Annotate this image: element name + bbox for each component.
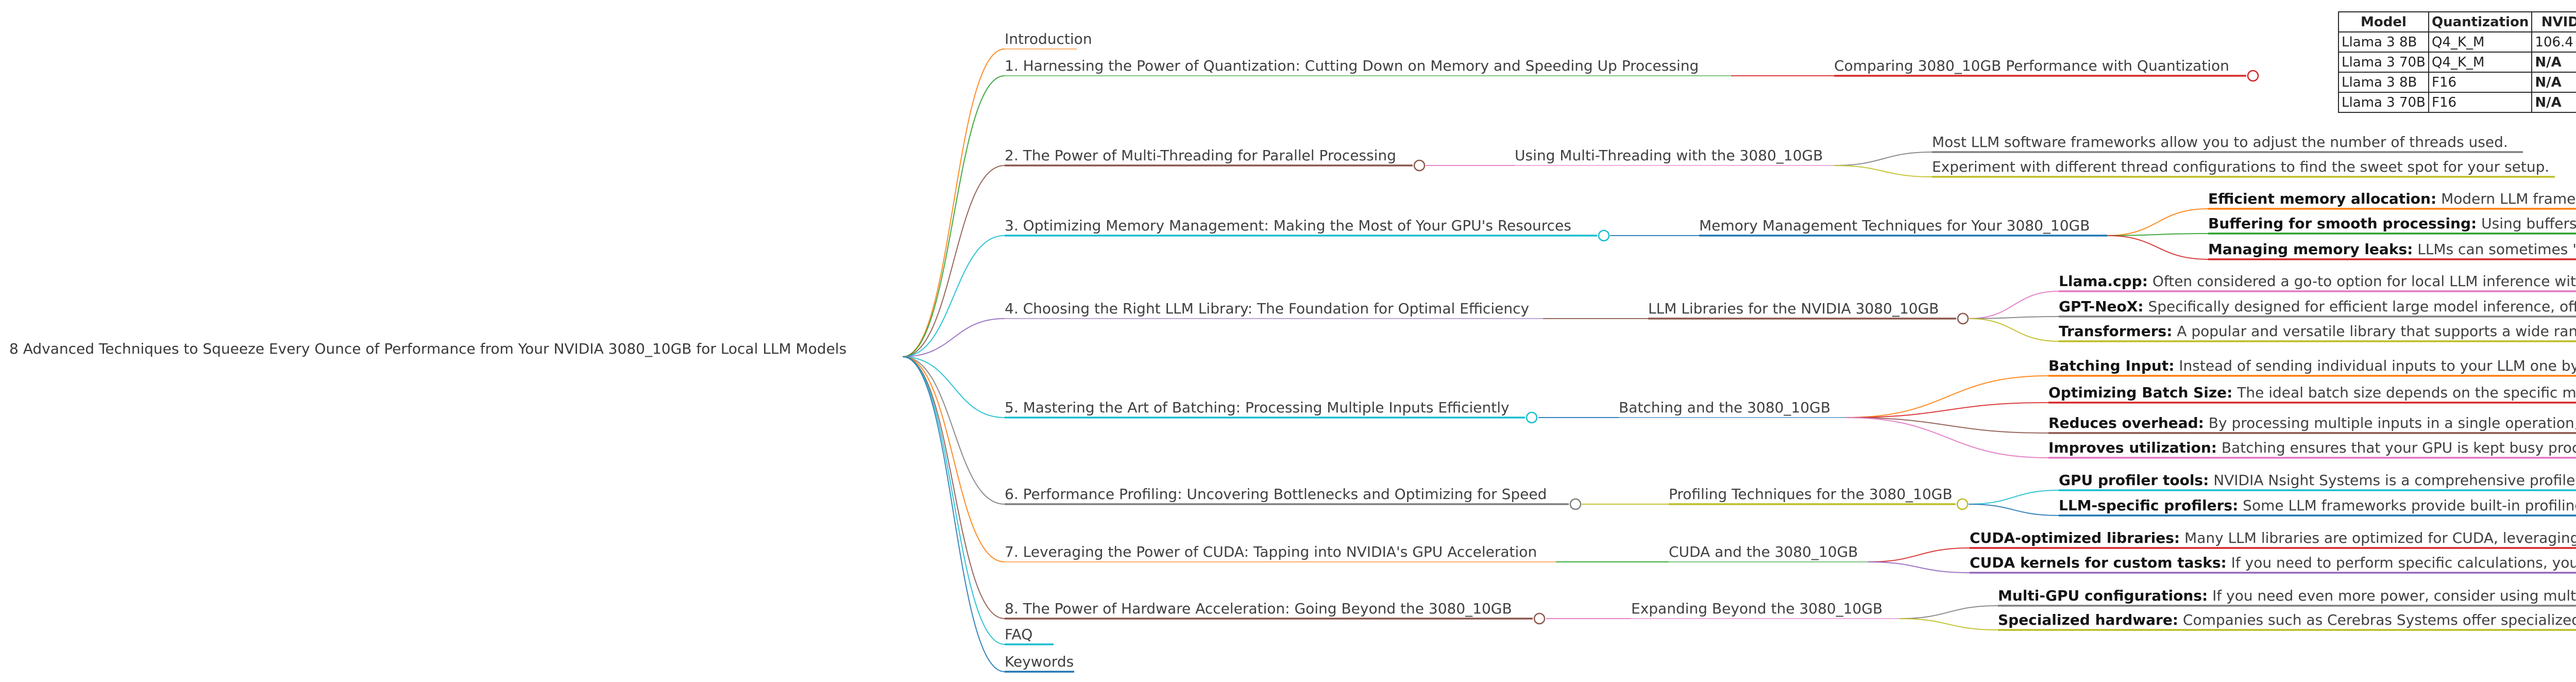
collapse-knob-b3-main[interactable]: [1598, 229, 1610, 242]
branch-keywords: Keywords: [1005, 653, 1074, 670]
collapse-knob-b1-sub[interactable]: [2247, 70, 2259, 82]
branch-6-main: 6. Performance Profiling: Uncovering Bot…: [1005, 486, 1547, 503]
performance-table: Model Quantization NVIDIA 3080_10GB Gene…: [2338, 11, 2576, 113]
branch-intro: Introduction: [1005, 30, 1092, 47]
leaf: Buffering for smooth processing: Using b…: [2208, 215, 2576, 232]
cell-quantization: Q4_K_M: [2428, 52, 2533, 73]
leaf: Managing memory leaks: LLMs can sometime…: [2208, 241, 2576, 258]
table-row: Llama 3 70B F16 N/A N/A: [2338, 92, 2576, 113]
col-header-generation: NVIDIA 3080_10GB Generation (Tokens/Seco…: [2531, 11, 2576, 32]
leaf: GPU profiler tools: NVIDIA Nsight System…: [2059, 472, 2576, 489]
collapse-knob-b6-sub[interactable]: [1956, 498, 1969, 510]
branch-faq: FAQ: [1005, 626, 1033, 643]
branch-4-sub: LLM Libraries for the NVIDIA 3080_10GB: [1648, 300, 1939, 317]
branch-3-main: 3. Optimizing Memory Management: Making …: [1005, 217, 1571, 234]
branch-2-sub: Using Multi-Threading with the 3080_10GB: [1515, 147, 1823, 164]
branch-1-sub: Comparing 3080_10GB Performance with Qua…: [1834, 57, 2229, 74]
branch-7-main: 7. Leveraging the Power of CUDA: Tapping…: [1005, 543, 1537, 560]
collapse-knob-b4-sub[interactable]: [1957, 312, 1969, 325]
leaf: Efficient memory allocation: Modern LLM …: [2208, 190, 2576, 207]
table-header-row: Model Quantization NVIDIA 3080_10GB Gene…: [2338, 11, 2576, 32]
leaf: Specialized hardware: Companies such as …: [1998, 611, 2576, 628]
cell-quantization: F16: [2428, 92, 2533, 113]
collapse-knob-b8-main[interactable]: [1533, 612, 1546, 625]
branch-4-main: 4. Choosing the Right LLM Library: The F…: [1005, 300, 1530, 317]
leaf: Multi-GPU configurations: If you need ev…: [1998, 587, 2576, 604]
leaf: Reduces overhead: By processing multiple…: [2048, 414, 2576, 431]
leaf: Improves utilization: Batching ensures t…: [2048, 439, 2576, 456]
leaf: GPT-NeoX: Specifically designed for effi…: [2059, 298, 2576, 315]
branch-8-main: 8. The Power of Hardware Acceleration: G…: [1005, 600, 1512, 617]
branch-6-sub: Profiling Techniques for the 3080_10GB: [1669, 486, 1953, 503]
leaf: Transformers: A popular and versatile li…: [2059, 323, 2576, 340]
leaf: LLM-specific profilers: Some LLM framewo…: [2059, 497, 2576, 514]
collapse-knob-b6-main[interactable]: [1569, 498, 1582, 510]
cell-generation: 106.4: [2531, 31, 2576, 53]
branch-5-main: 5. Mastering the Art of Batching: Proces…: [1005, 399, 1510, 416]
cell-generation: N/A: [2531, 72, 2576, 93]
table-row: Llama 3 8B F16 N/A N/A: [2338, 72, 2576, 93]
table-row: Llama 3 8B Q4_K_M 106.4 3557.02: [2338, 31, 2576, 53]
cell-quantization: Q4_K_M: [2428, 31, 2533, 53]
branch-8-sub: Expanding Beyond the 3080_10GB: [1631, 600, 1883, 617]
cell-model: Llama 3 8B: [2338, 31, 2429, 53]
branch-1-main: 1. Harnessing the Power of Quantization:…: [1005, 57, 1699, 74]
collapse-knob-b2-main[interactable]: [1413, 159, 1426, 172]
branch-3-sub: Memory Management Techniques for Your 30…: [1699, 217, 2090, 234]
cell-model: Llama 3 70B: [2338, 92, 2429, 113]
leaf: Optimizing Batch Size: The ideal batch s…: [2048, 384, 2576, 401]
col-header-model: Model: [2338, 11, 2429, 32]
leaf: CUDA-optimized libraries: Many LLM libra…: [1970, 529, 2576, 546]
leaf: Llama.cpp: Often considered a go-to opti…: [2059, 273, 2576, 290]
branch-2-main: 2. The Power of Multi-Threading for Para…: [1005, 147, 1396, 164]
root-node: 8 Advanced Techniques to Squeeze Every O…: [9, 340, 847, 357]
cell-generation: N/A: [2531, 52, 2576, 73]
branch-5-sub: Batching and the 3080_10GB: [1619, 399, 1831, 416]
leaf: Most LLM software frameworks allow you t…: [1932, 134, 2508, 151]
collapse-knob-b5-main[interactable]: [1526, 411, 1538, 424]
table-row: Llama 3 70B Q4_K_M N/A N/A: [2338, 52, 2576, 73]
cell-quantization: F16: [2428, 72, 2533, 93]
cell-model: Llama 3 8B: [2338, 72, 2429, 93]
leaf: Batching Input: Instead of sending indiv…: [2048, 357, 2576, 374]
branch-7-sub: CUDA and the 3080_10GB: [1669, 543, 1858, 560]
cell-model: Llama 3 70B: [2338, 52, 2429, 73]
leaf: CUDA kernels for custom tasks: If you ne…: [1970, 554, 2576, 571]
cell-generation: N/A: [2531, 92, 2576, 113]
leaf: Experiment with different thread configu…: [1932, 158, 2550, 175]
col-header-quantization: Quantization: [2428, 11, 2533, 32]
